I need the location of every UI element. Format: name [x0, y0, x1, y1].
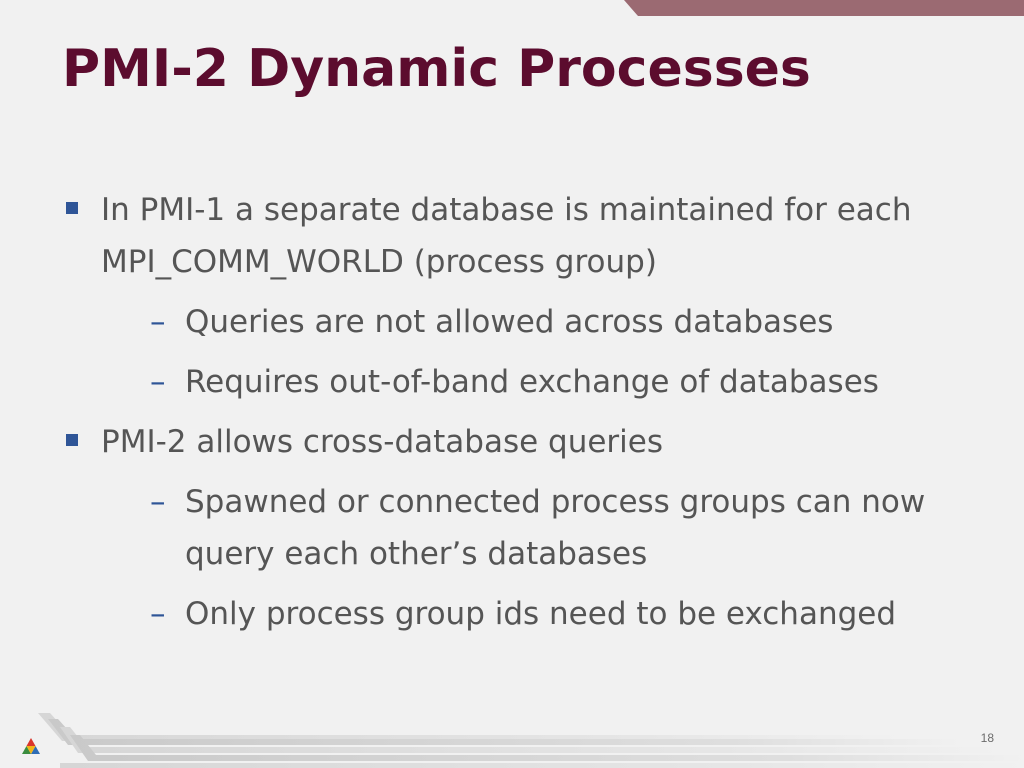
- top-accent-bar: [624, 0, 1024, 16]
- bullet-item: PMI-2 allows cross-database queries – Sp…: [62, 416, 962, 640]
- slide-title: PMI-2 Dynamic Processes: [62, 39, 811, 99]
- sub-bullet-list: – Queries are not allowed across databas…: [101, 296, 962, 408]
- footer-stripes: [38, 713, 1024, 768]
- bullet-item: In PMI-1 a separate database is maintain…: [62, 184, 962, 408]
- bullet-text: PMI-2 allows cross-database queries: [101, 424, 664, 460]
- square-bullet-icon: [66, 434, 78, 446]
- sub-bullet-item: – Queries are not allowed across databas…: [140, 296, 962, 348]
- sub-bullet-text: Only process group ids need to be exchan…: [185, 596, 897, 632]
- sub-bullet-item: – Spawned or connected process groups ca…: [140, 476, 962, 580]
- sub-bullet-list: – Spawned or connected process groups ca…: [101, 476, 962, 640]
- sub-bullet-text: Spawned or connected process groups can …: [185, 484, 926, 572]
- dash-icon: –: [150, 596, 166, 632]
- sub-bullet-text: Requires out-of-band exchange of databas…: [185, 364, 879, 400]
- sub-bullet-item: – Requires out-of-band exchange of datab…: [140, 356, 962, 408]
- square-bullet-icon: [66, 202, 78, 214]
- dash-icon: –: [150, 364, 166, 400]
- sub-bullet-text: Queries are not allowed across databases: [185, 304, 834, 340]
- sub-bullet-item: – Only process group ids need to be exch…: [140, 588, 962, 640]
- slide-content: In PMI-1 a separate database is maintain…: [62, 184, 962, 648]
- dash-icon: –: [150, 484, 166, 520]
- argonne-logo-icon: [22, 738, 40, 754]
- page-number: 18: [980, 731, 994, 745]
- dash-icon: –: [150, 304, 166, 340]
- bullet-text: In PMI-1 a separate database is maintain…: [101, 192, 912, 280]
